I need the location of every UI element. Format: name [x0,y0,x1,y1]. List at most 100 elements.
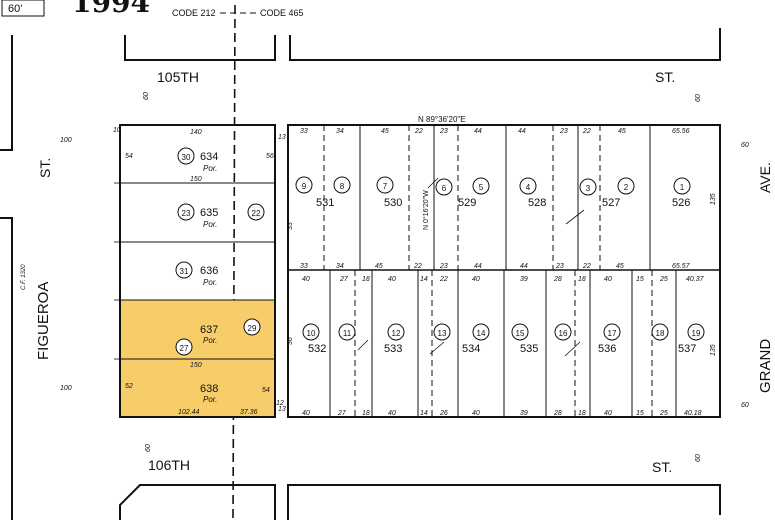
width-east-bottom: 60 [741,402,749,409]
upper-dims: 33 34 45 22 23 44 44 23 22 45 65.56 [300,128,690,135]
width-west-top: 100 [60,137,72,144]
west-block: 140 150 150 102.44 37.36 54 56 52 54 10 … [113,124,284,418]
lot-534[interactable]: 534 [462,343,480,355]
width-south-w: 60 [145,444,152,452]
svg-text:22: 22 [413,263,422,270]
svg-text:14: 14 [477,329,486,338]
side-right-upper: 135 [710,193,717,205]
dim-bottom-b: 37.36 [240,409,258,416]
block-west-upper [0,35,13,151]
bottom-dims: 40 27 18 40 14 26 40 39 28 18 40 15 25 4… [302,410,702,417]
svg-text:34: 34 [336,263,344,270]
lot-527[interactable]: 527 [602,197,620,209]
lot-635[interactable]: 635 [200,207,218,219]
street-105th-st: ST. [655,69,675,85]
side-right-lower: 135 [710,344,717,356]
dim-left-bottom: 52 [125,383,133,390]
svg-text:22: 22 [439,276,448,283]
parcel-circle-29: 29 [248,324,257,333]
svg-text:22: 22 [582,263,591,270]
upper-lots: 531 530 529 528 527 526 [316,197,690,209]
svg-text:25: 25 [659,276,668,283]
block-west-lower [0,217,13,520]
svg-text:44: 44 [518,128,526,135]
lower-parcel-circles: 10 11 12 13 14 15 16 17 18 19 [302,323,705,341]
street-figueroa-st: ST. [37,158,53,178]
svg-text:44: 44 [474,263,482,270]
lot-533[interactable]: 533 [384,343,402,355]
svg-text:13: 13 [438,329,447,338]
svg-text:7: 7 [383,182,388,191]
svg-text:23: 23 [559,128,568,135]
svg-text:44: 44 [520,263,528,270]
lot-531[interactable]: 531 [316,197,334,209]
svg-text:8: 8 [340,182,345,191]
lot-535[interactable]: 535 [520,343,538,355]
dim-right-top: 56 [266,153,274,160]
svg-text:40: 40 [388,276,396,283]
svg-text:5: 5 [479,183,484,192]
width-north-w: 60 [143,92,150,100]
svg-text:11: 11 [343,329,352,338]
bearing-top: N 89°36'20"E [418,115,466,124]
svg-text:28: 28 [553,410,562,417]
lot-638[interactable]: 638 [200,383,218,395]
lot-536[interactable]: 536 [598,343,616,355]
svg-text:18: 18 [578,276,586,283]
width-west-bottom: 100 [60,385,72,392]
svg-text:15: 15 [516,329,525,338]
por-636: Por. [203,278,217,287]
svg-text:3: 3 [586,184,591,193]
lot-636[interactable]: 636 [200,265,218,277]
por-637: Por. [203,336,217,345]
dim-top: 140 [190,129,202,136]
lot-637[interactable]: 637 [200,324,218,336]
svg-text:4: 4 [526,183,531,192]
dim-right-bottom: 54 [262,387,270,394]
svg-text:40: 40 [388,410,396,417]
upper-parcel-circles: 9 8 7 6 5 4 3 2 1 [295,176,691,196]
dim-mid: 150 [190,176,202,183]
block-south-west [119,484,276,520]
side-left-lower: 36 [287,337,294,345]
svg-text:40: 40 [302,276,310,283]
side-left-tick: 13 [278,134,286,141]
svg-text:44: 44 [474,128,482,135]
svg-text:65.56: 65.56 [672,128,690,135]
svg-text:23: 23 [555,263,564,270]
lot-537[interactable]: 537 [678,343,696,355]
side-left-tick2: 13 [278,406,286,413]
lot-528[interactable]: 528 [528,197,546,209]
lot-634[interactable]: 634 [200,151,218,163]
dim-bottom-a: 102.44 [178,409,200,416]
street-grand: GRAND [757,339,774,393]
svg-text:22: 22 [582,128,591,135]
dim-tick1: 10 [113,127,121,134]
lot-526[interactable]: 526 [672,197,690,209]
svg-text:45: 45 [618,128,626,135]
svg-text:39: 39 [520,276,528,283]
por-634: Por. [203,164,217,173]
svg-text:2: 2 [624,183,629,192]
lower-dashed-lines [354,270,653,417]
lot-530[interactable]: 530 [384,197,402,209]
lot-529[interactable]: 529 [458,197,476,209]
code-boundary-line [232,4,236,520]
svg-text:45: 45 [616,263,624,270]
svg-text:33: 33 [300,128,308,135]
svg-text:45: 45 [375,263,383,270]
svg-text:12: 12 [392,329,401,338]
dim-lower-mid: 150 [190,362,202,369]
svg-text:18: 18 [362,410,370,417]
mid-dims-a: 33 34 45 22 23 44 44 23 22 45 65.57 [300,263,691,270]
svg-text:1: 1 [680,183,685,192]
svg-text:18: 18 [578,410,586,417]
svg-text:10: 10 [307,329,316,338]
svg-text:23: 23 [439,128,448,135]
street-grand-ave: AVE. [757,162,773,193]
svg-text:39: 39 [520,410,528,417]
street-figueroa: FIGUEROA [35,282,52,360]
lot-532[interactable]: 532 [308,343,326,355]
svg-text:40: 40 [472,276,480,283]
